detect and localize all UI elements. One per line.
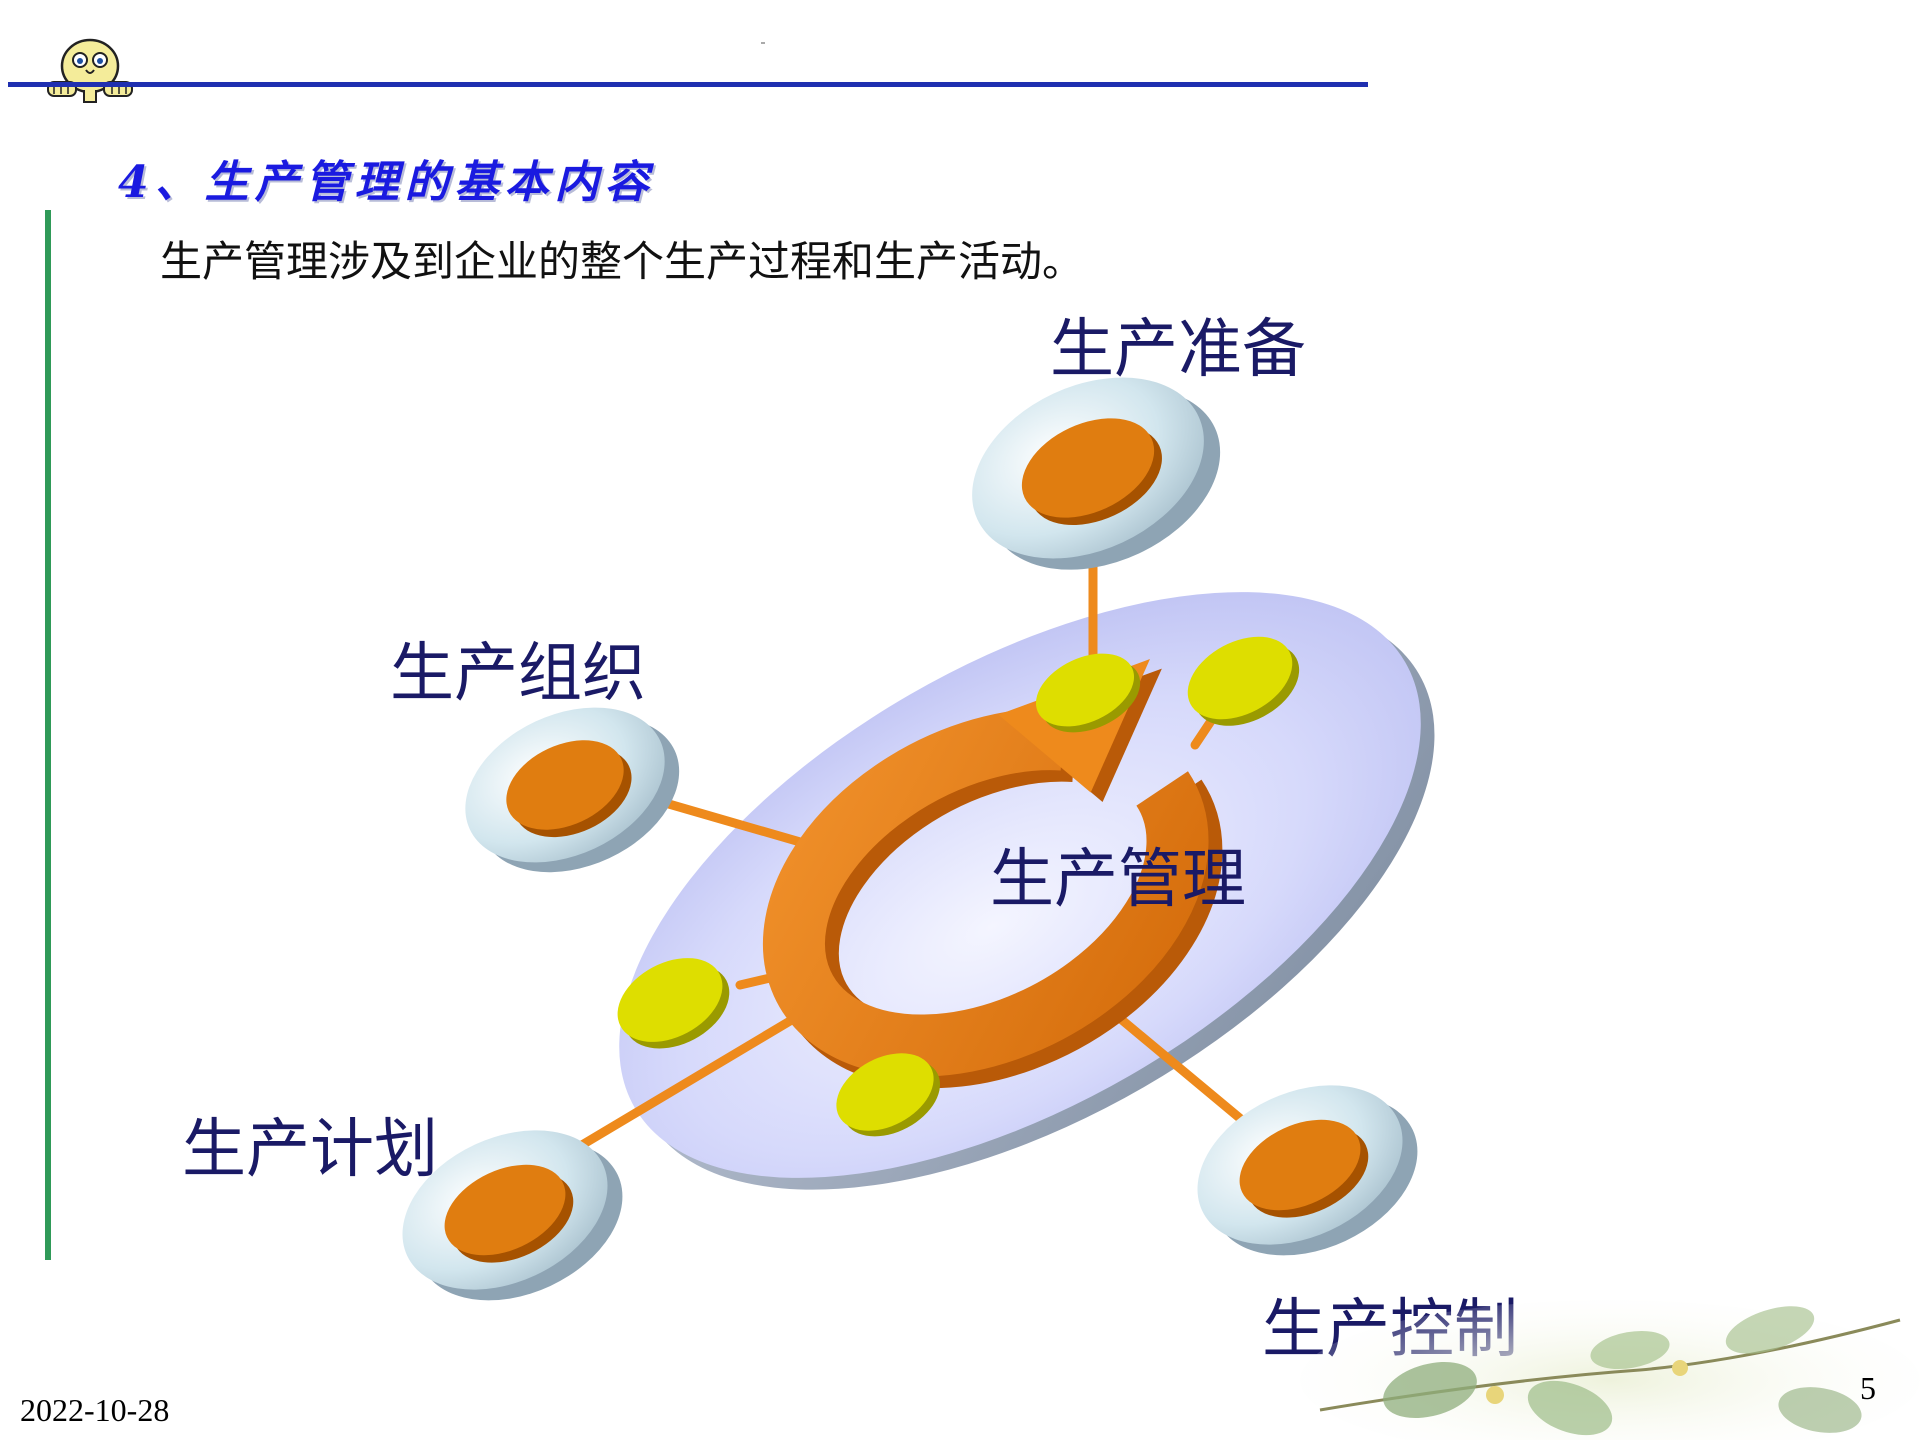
section-title: 4、生产管理的基本内容 bbox=[118, 157, 655, 208]
node-ctrl-graphic bbox=[1197, 1085, 1418, 1256]
header-dot bbox=[761, 42, 765, 44]
inner-yellow-nodes bbox=[617, 636, 1300, 1137]
page-number: 5 bbox=[1860, 1370, 1876, 1406]
node-prep-graphic bbox=[972, 377, 1221, 570]
leaf-decoration-icon bbox=[1300, 1300, 1920, 1440]
node-plan-graphic bbox=[402, 1130, 623, 1301]
node-label-org: 生产组织 bbox=[390, 637, 646, 711]
header-rule bbox=[8, 82, 1368, 87]
node-label-plan: 生产计划 bbox=[182, 1113, 438, 1187]
node-org-graphic bbox=[465, 707, 680, 873]
footer-date: 2022-10-28 bbox=[20, 1392, 170, 1428]
section-subtitle: 生产管理涉及到企业的整个生产过程和生产活动。 bbox=[160, 237, 1085, 286]
left-accent-bar bbox=[45, 210, 51, 1260]
center-label: 生产管理 bbox=[990, 843, 1246, 917]
node-label-prep: 生产准备 bbox=[1050, 313, 1306, 387]
